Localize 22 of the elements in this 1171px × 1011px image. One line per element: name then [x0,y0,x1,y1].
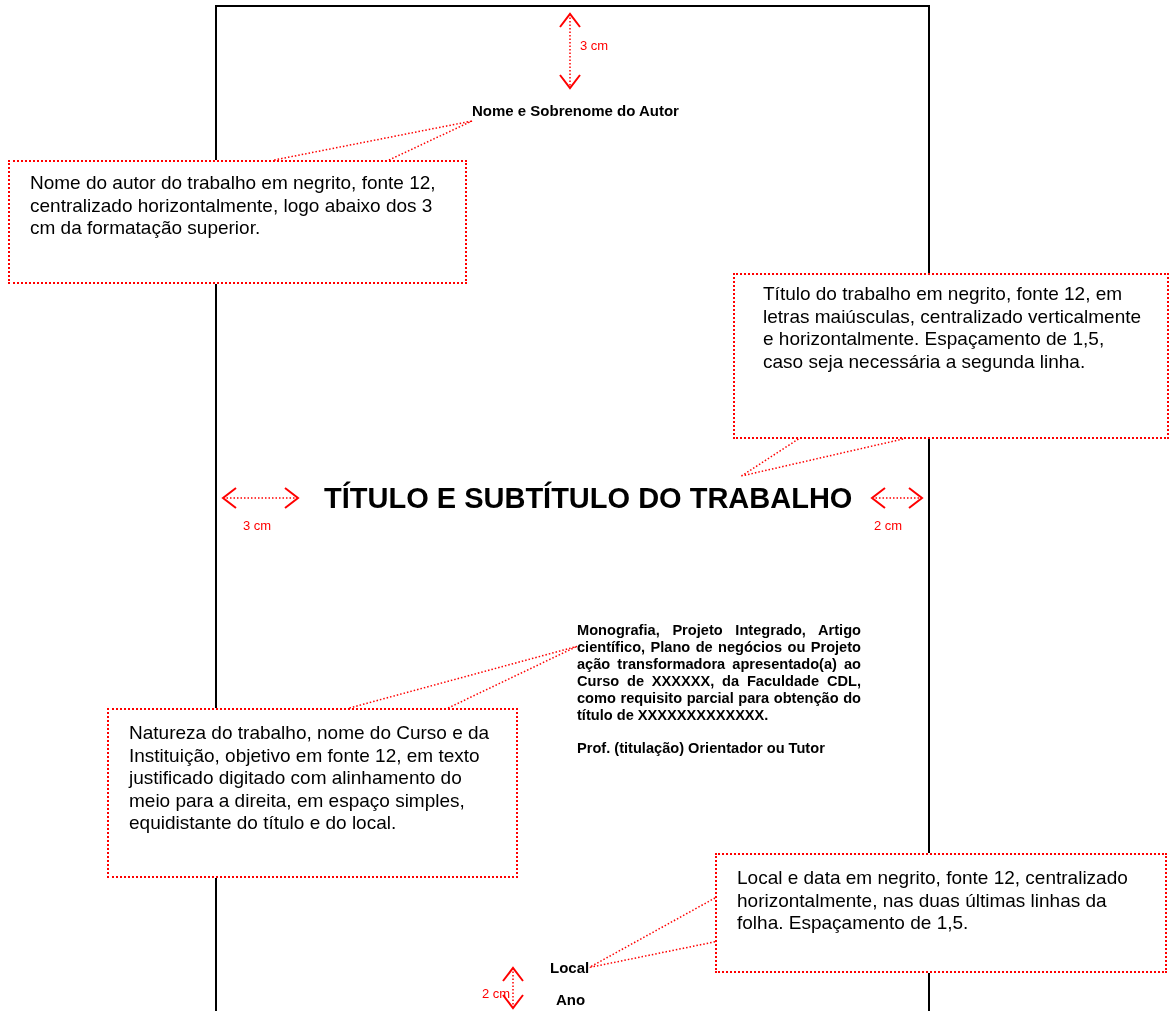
paragraph-text: Prof. (titulação) Orientador ou Tutor [577,740,826,758]
year-text: Ano [556,989,586,1010]
callout-pointer [273,120,473,161]
paragraph-text: Monografia, Projeto Integrado, Artigo científico, Plano de negócios ou Projeto ação transformadora apresentado(a) ao Curso de XXXXXX, da Faculdade CDL, como requisito parcial para obtenção do título de XXXXXXXXXXXXX. [577,622,861,724]
callout-pointer [740,438,904,477]
callout-text: Título do trabalho em negrito, fonte 12, em letras maiúsculas, centralizado verticalmente e horizontalmente. Espaçamento de 1,5, caso seja necessária a segunda linha. [763,283,1143,373]
title-text: TÍTULO E SUBTÍTULO DO TRABALHO [324,476,853,520]
callout-box [733,273,1169,439]
callout-text: Natureza do trabalho, nome do Curso e da Instituição, objetivo em fonte 12, em texto justificado digitado com alinhamento do meio para a direita, em espaço simples, equidistante do título e do local. [129,722,491,835]
dimension-label: 2 cm [482,986,511,1001]
callout-text: Nome do autor do trabalho em negrito, fonte 12, centralizado horizontalmente, logo abaixo dos 3 cm da formatação superior. [30,172,437,240]
place-text: Local [550,957,590,978]
callout-box [715,853,1167,973]
callout-text: Local e data em negrito, fonte 12, centralizado horizontalmente, nas duas últimas linhas da folha. Espaçamento de 1,5. [737,867,1129,935]
dimension-label: 2 cm [874,518,903,533]
author-name-text: Nome e Sobrenome do Autor [472,100,679,121]
dimension-label: 3 cm [580,38,609,53]
callout-pointer [348,645,578,709]
callout-box [107,708,518,878]
callout-box [8,160,467,284]
dimension-label: 3 cm [243,518,272,533]
callout-pointer [588,897,716,969]
